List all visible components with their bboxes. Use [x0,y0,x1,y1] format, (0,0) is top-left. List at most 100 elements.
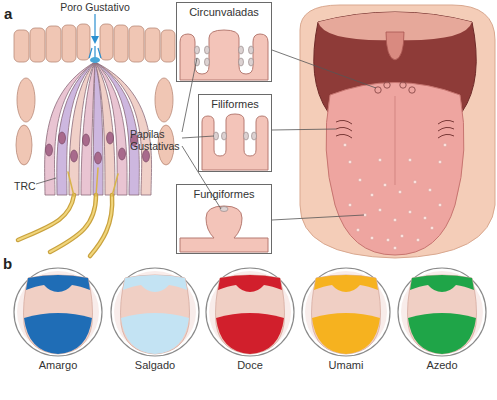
nucleus [95,152,102,164]
nerve-fibre [90,195,112,256]
taste-label: Amargo [12,359,104,372]
papilla-mark [336,120,352,138]
tongue-outline [216,275,285,354]
part-label: TRC [14,180,44,192]
dot [400,234,404,238]
taste-map [302,268,390,356]
dot [370,236,374,240]
part-label: Poro Gustativo [45,1,145,13]
bud-mark [239,46,244,54]
taste-label: Doce [204,359,296,372]
nerve-fibre [18,195,74,240]
taste-map [206,268,294,356]
dot [413,180,417,184]
bud-mark [249,58,254,66]
nerve-fibre [50,195,96,252]
front-zone [121,313,189,354]
dot [370,193,374,197]
leader-line [182,58,197,132]
front-zone [216,313,284,354]
pore-arrow [94,14,95,38]
dot [393,246,397,250]
filiform-papilla [202,114,268,170]
nucleus [107,132,114,144]
papilla-mark [438,120,454,138]
taste-map-node: Salgado [109,264,201,376]
front-zone [24,313,92,354]
panel-letter: a [4,8,24,20]
bud-mark [205,58,210,66]
taste-map [111,268,199,356]
dot [386,238,390,242]
epithelial-cell [30,28,45,62]
dot [378,208,382,212]
dot [408,210,412,214]
dot [438,203,442,207]
tongue-outline [408,275,477,354]
dot [343,143,347,147]
bud-mark [252,132,257,140]
epithelial-cell [46,26,61,62]
taste-map-node: Umami [300,264,392,376]
papilla-mark [409,87,415,93]
front-zone [312,313,380,354]
map-circle [14,268,102,356]
nucleus [46,144,53,156]
leader-line [36,178,56,184]
epithelial-cell [155,78,173,122]
nucleus [119,148,126,160]
bud-mark [214,132,219,140]
taste-map [14,268,102,356]
taste-label: Salgado [109,359,201,372]
tongue-outline [24,275,93,354]
bud-mark [195,46,200,54]
papilla-box: Circunvaladas [176,2,272,82]
bud-mark [205,46,210,54]
pore [90,57,100,63]
bud-mark [244,132,249,140]
papilla-box: Filiformes [198,94,272,172]
bud-mark [222,132,227,140]
nerve-fibre [50,195,96,252]
taste-label: Umami [300,359,392,372]
nucleus [59,132,66,144]
dot [398,190,402,194]
tongue-leader-lines [272,50,376,220]
circumvallate-papilla [180,30,268,80]
papilla-leader-lines [182,58,221,209]
dot [356,228,360,232]
arrow-head [91,36,99,44]
nerve-fibre [90,195,112,256]
microvilli [89,46,101,58]
box-heading: Fungiformes [177,188,271,201]
back-zone [123,275,187,292]
uvula [386,32,404,60]
panel-letter: b [3,258,23,270]
taste-label: Azedo [396,359,488,372]
dot [348,203,352,207]
back-zone [218,275,282,292]
map-background [114,271,196,353]
map-background [401,271,483,353]
map-circle [206,268,294,356]
epithelial-cell [62,25,76,62]
dot [358,178,362,182]
leader-line [272,129,336,130]
epithelial-cell [77,24,90,60]
bud-mark [249,46,254,54]
fungiform-dots [343,143,447,250]
tongue-outline [121,275,190,354]
face [300,5,495,258]
median-groove [394,96,395,185]
tongue-outline [312,275,381,354]
dot [378,158,382,162]
map-circle [302,268,390,356]
taste-map-node: Azedo [396,264,488,376]
epithelial-cell [145,28,160,62]
dot [383,183,387,187]
map-background [17,271,99,353]
papilla-mark [400,82,406,88]
taste-map-node: Amargo [12,264,104,376]
dot [423,216,427,220]
